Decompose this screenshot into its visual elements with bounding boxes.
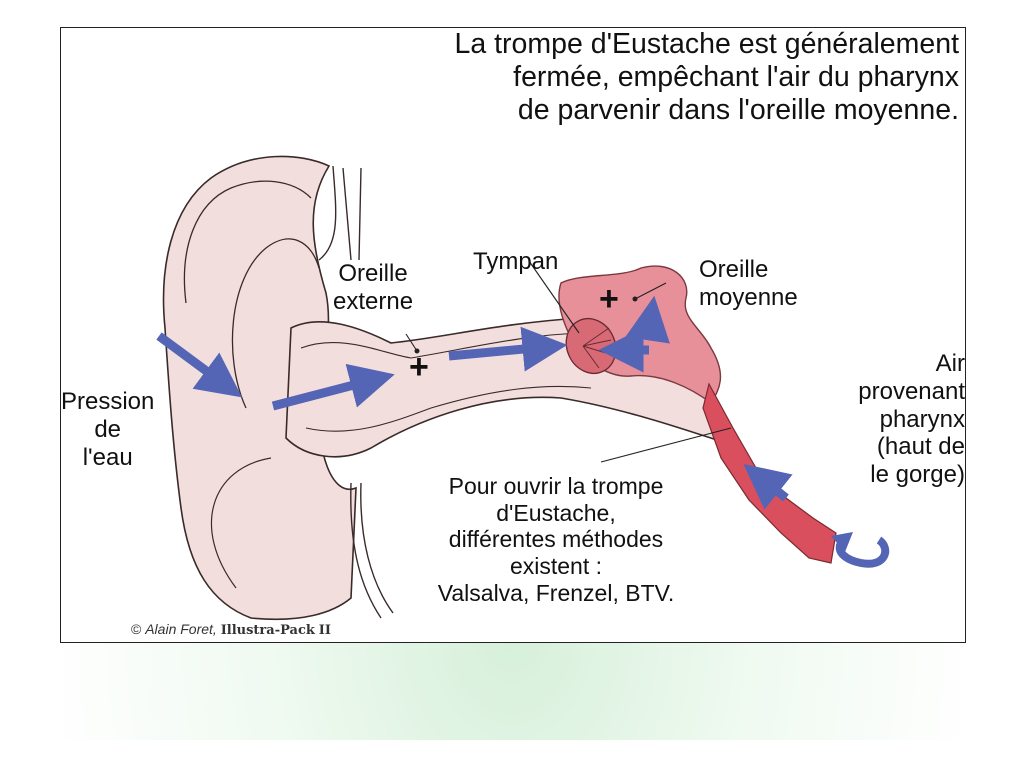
copyright-symbol: © bbox=[131, 621, 142, 637]
credit-author: Alain Foret, bbox=[145, 621, 217, 637]
label-line: de bbox=[94, 415, 122, 443]
label-pression: Pression de l'eau bbox=[61, 388, 154, 471]
label-oreille-externe: Oreille externe bbox=[333, 260, 413, 316]
credit-line: © Alain Foret, Illustra-Pack II bbox=[131, 621, 331, 638]
label-line: moyenne bbox=[699, 283, 798, 311]
diagram-title: La trompe d'Eustache est généralement fe… bbox=[455, 28, 960, 127]
label-methodes: Pour ouvrir la trompe d'Eustache, différ… bbox=[406, 473, 706, 606]
label-line: différentes méthodes bbox=[448, 526, 664, 553]
label-line: existent : bbox=[509, 553, 603, 580]
label-line: Pression bbox=[61, 388, 155, 415]
credit-numeral: II bbox=[318, 623, 331, 638]
credit-brand: Illustra-Pack bbox=[220, 623, 315, 638]
label-line: pharynx bbox=[879, 405, 965, 433]
label-line: Oreille bbox=[699, 256, 769, 283]
plus-sign-outer: + bbox=[409, 348, 429, 386]
title-line: de parvenir dans l'oreille moyenne. bbox=[517, 94, 959, 127]
label-line: (haut de bbox=[876, 433, 965, 461]
label-line: Valsalva, Frenzel, BTV. bbox=[437, 579, 675, 606]
label-line: Oreille bbox=[338, 260, 408, 287]
pressure-arrows bbox=[156, 295, 793, 510]
label-tympan: Tympan bbox=[473, 248, 559, 275]
label-line: Pour ouvrir la trompe bbox=[448, 473, 664, 499]
label-air-pharynx: Air provenant pharynx (haut de le gorge) bbox=[858, 350, 965, 489]
eustachian-tube bbox=[702, 382, 837, 564]
label-line: d'Eustache, bbox=[496, 499, 616, 526]
label-line: provenant bbox=[858, 377, 965, 405]
label-line: externe bbox=[333, 287, 414, 315]
pharynx-curl-arrow bbox=[835, 536, 890, 568]
helix-fold bbox=[183, 180, 312, 304]
plus-sign-middle: + bbox=[599, 280, 619, 318]
label-oreille-moyenne: Oreille moyenne bbox=[699, 256, 798, 312]
title-line: fermée, empêchant l'air du pharynx bbox=[513, 61, 959, 94]
label-line: l'eau bbox=[82, 443, 133, 471]
title-line: La trompe d'Eustache est généralement bbox=[454, 28, 960, 60]
ear-illustration bbox=[156, 155, 890, 621]
diagram-frame: + + La trompe d'Eustache est généralemen… bbox=[60, 27, 966, 643]
label-line: le gorge) bbox=[870, 461, 965, 489]
label-line: Air bbox=[935, 350, 965, 377]
